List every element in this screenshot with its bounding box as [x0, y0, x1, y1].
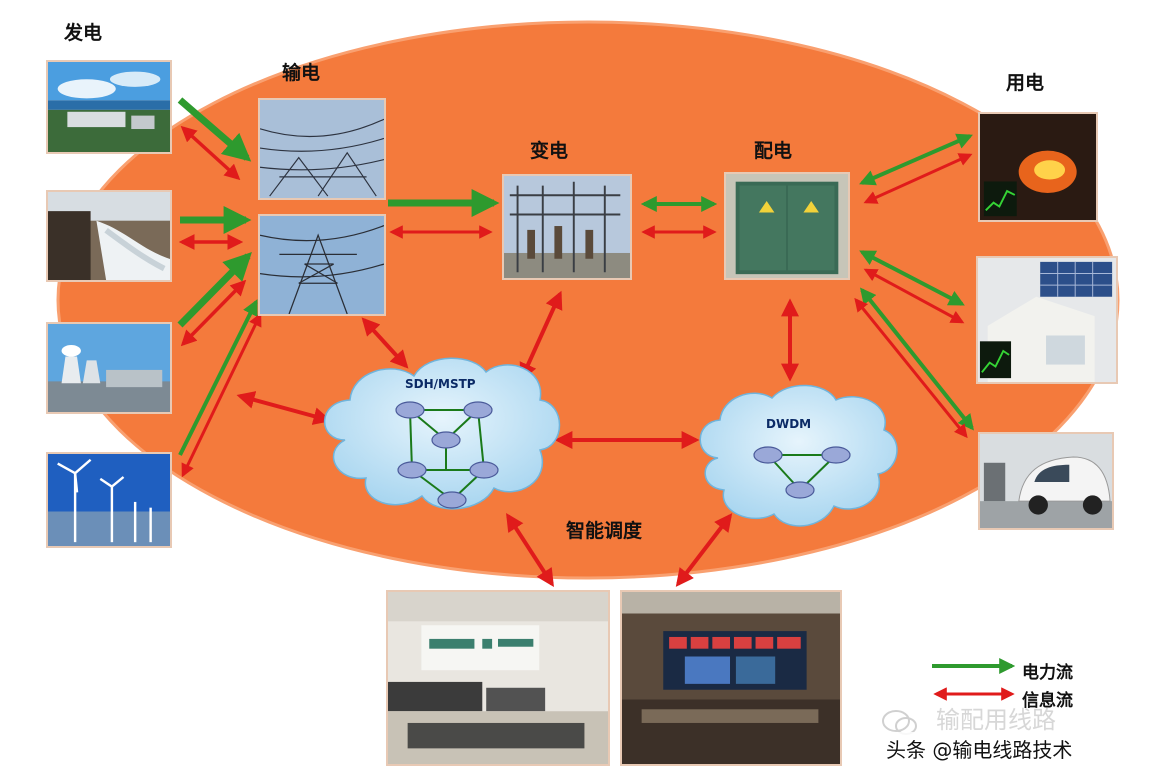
photo-power-lines — [258, 98, 386, 200]
dwdm-cloud — [699, 384, 898, 527]
sdh-mstp-cloud — [323, 357, 561, 510]
label-transmission: 输电 — [282, 62, 321, 84]
photo-electric-car — [978, 432, 1114, 530]
label-consumption: 用电 — [1006, 72, 1045, 94]
information-links — [236, 290, 799, 588]
legend-info-flow: 信息流 — [1022, 691, 1073, 711]
photo-steel-furnace — [978, 112, 1098, 222]
gen-to-transmission-arrows — [177, 97, 262, 478]
photo-control-room — [620, 590, 842, 766]
distribution-to-consumption-arrows — [854, 133, 974, 439]
photo-dispatch-office — [386, 590, 610, 766]
label-generation: 发电 — [64, 22, 103, 44]
photo-substation — [502, 174, 632, 280]
cloud-label-sdh: SDH/MSTP — [405, 377, 476, 391]
photo-distribution-cabinet — [724, 172, 850, 280]
label-distribution: 配电 — [754, 140, 793, 162]
legend-power-flow: 电力流 — [1022, 663, 1073, 683]
photo-nuclear-plant — [46, 322, 172, 414]
substation-to-distribution-arrows — [640, 196, 718, 239]
photo-wind-farm — [46, 452, 172, 548]
grid-ellipse — [58, 22, 1118, 578]
legend-arrows — [932, 658, 1016, 701]
label-substation: 变电 — [530, 140, 569, 162]
photo-coastal-plant — [46, 60, 172, 154]
watermark-main: 头条 @输电线路技术 — [880, 732, 1079, 765]
watermark-faded: 输配用线路 — [936, 706, 1056, 734]
cloud-label-dwdm: DWDM — [766, 417, 812, 431]
router-icon — [753, 446, 851, 499]
photo-hydro-dam — [46, 190, 172, 282]
label-dispatch: 智能调度 — [566, 520, 643, 542]
router-icon — [395, 401, 499, 509]
photo-transmission-tower — [258, 214, 386, 316]
photo-smart-home — [976, 256, 1118, 384]
transmission-to-substation-arrows — [388, 189, 500, 239]
